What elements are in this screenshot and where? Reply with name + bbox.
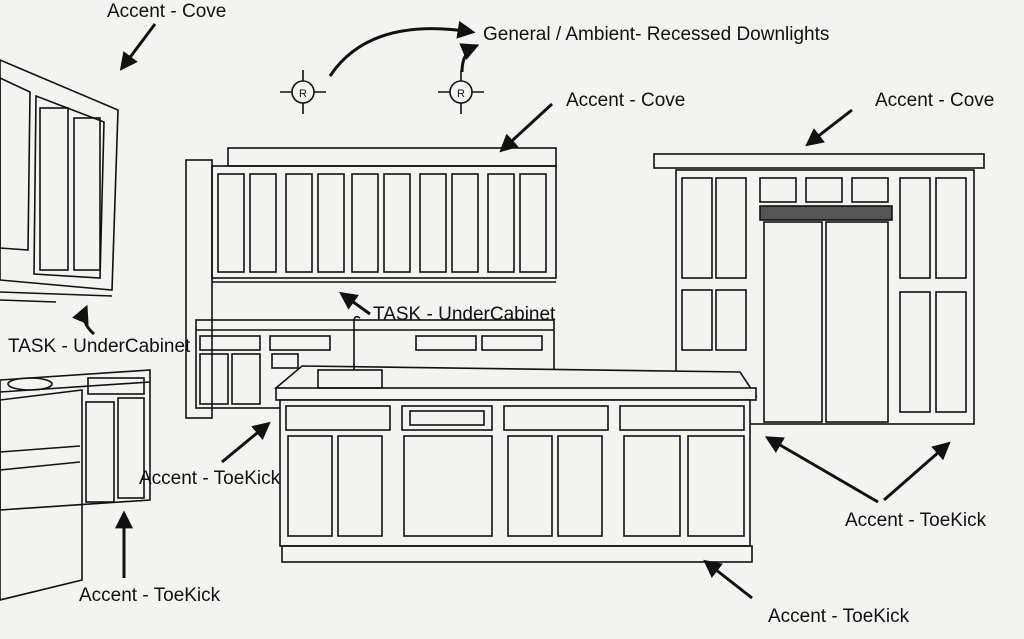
downlight-symbol-letter-1: R [299, 88, 307, 100]
arrow-task-center [339, 291, 371, 316]
label-accent-toekick-bottom-center: Accent - ToeKick [768, 606, 910, 627]
downlight-symbol-letter-2: R [457, 88, 465, 100]
label-accent-cove-top-left: Accent - Cove [107, 1, 227, 22]
right-pantry-fridge [653, 153, 985, 425]
arrow-ambient-main [328, 20, 476, 77]
arrow-cove-right [805, 108, 853, 147]
downlight-symbol-1 [280, 70, 326, 114]
label-accent-cove-center: Accent - Cove [566, 90, 686, 111]
callout-arrows [72, 20, 951, 600]
arrow-toekick-bottom-center [703, 559, 753, 600]
upper-door-grid [217, 173, 547, 273]
label-accent-cove-right: Accent - Cove [875, 90, 995, 111]
arrow-toekick-mid-left [221, 421, 271, 464]
downlight-symbol-2 [438, 70, 484, 114]
left-wall-cabinets [0, 59, 119, 303]
label-accent-toekick-right: Accent - ToeKick [845, 510, 987, 531]
island [273, 315, 758, 563]
arrow-cove-top-left [119, 23, 157, 71]
arrow-cove-center [499, 102, 554, 153]
arrow-toekick-right-b [883, 441, 951, 502]
label-task-undercabinet-center: TASK - UnderCabinet [373, 304, 556, 325]
arrow-task-left [72, 304, 96, 336]
label-accent-toekick-bottom-left: Accent - ToeKick [79, 585, 221, 606]
left-base-cabinets [0, 369, 151, 601]
label-task-undercabinet-left: TASK - UnderCabinet [8, 336, 191, 357]
label-accent-toekick-mid-left: Accent - ToeKick [139, 468, 281, 489]
label-general-ambient: General / Ambient- Recessed Downlights [483, 24, 830, 45]
center-upper-cabinets [185, 147, 557, 419]
arrow-toekick-right-a [764, 436, 879, 504]
arrow-ambient-short [459, 43, 480, 73]
